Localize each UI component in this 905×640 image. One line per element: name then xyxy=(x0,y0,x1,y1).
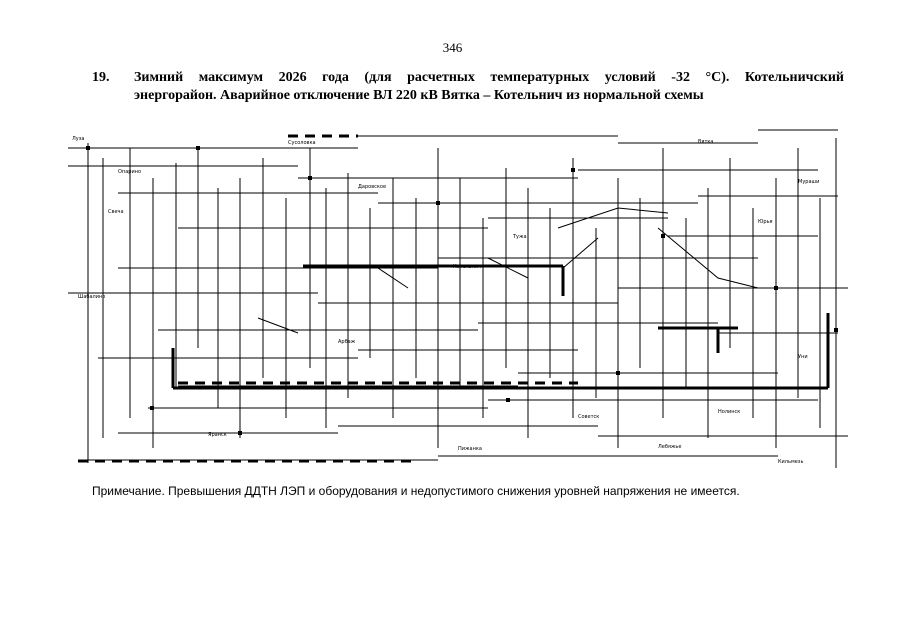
heading-number: 19. xyxy=(92,70,110,85)
label-yurya: Юрья xyxy=(758,219,773,225)
label-shabalino: Шабалино xyxy=(78,294,105,300)
power-grid-scheme: Вятка Котельнич Сусоловка Луза Тужа Яран… xyxy=(68,129,848,468)
label-lebyazhe: Лебяжье xyxy=(658,444,681,450)
node-markers xyxy=(86,146,838,435)
label-luza: Луза xyxy=(72,136,84,142)
label-darovskoe: Даровское xyxy=(358,184,386,190)
label-sovetsk: Советск xyxy=(578,414,599,420)
label-kilmez: Кильмезь xyxy=(778,459,803,465)
label-tuzha: Тужа xyxy=(512,234,527,240)
page-number: 346 xyxy=(442,40,463,55)
label-susolovka: Сусоловка xyxy=(288,140,316,146)
label-kotelnich: Котельнич xyxy=(453,264,481,270)
substation-labels: Вятка Котельнич Сусоловка Луза Тужа Яран… xyxy=(72,136,819,465)
label-yaransk: Яранск xyxy=(208,432,227,438)
label-uni: Уни xyxy=(798,354,808,360)
label-murashi: Мураши xyxy=(798,179,819,185)
label-vyatka: Вятка xyxy=(698,139,713,145)
scheme-lines xyxy=(68,129,848,468)
footnote: Примечание. Превышения ДДТН ЛЭП и оборуд… xyxy=(92,484,740,498)
label-arbazh: Арбаж xyxy=(338,339,356,345)
disconnected-line xyxy=(78,134,578,463)
label-svecha: Свеча xyxy=(108,209,124,215)
label-nolinsk: Нолинск xyxy=(718,409,740,415)
heading-line-1: Зимний максимум 2026 года (для расчетных… xyxy=(134,70,844,85)
label-pizhanka: Пижанка xyxy=(458,446,482,452)
label-oparino: Опарино xyxy=(118,169,141,175)
heading-line-2: энергорайон. Аварийное отключение ВЛ 220… xyxy=(134,88,704,103)
page-heading: 19. Зимний максимум 2026 года (для расче… xyxy=(92,69,844,105)
main-busbars xyxy=(171,264,830,390)
